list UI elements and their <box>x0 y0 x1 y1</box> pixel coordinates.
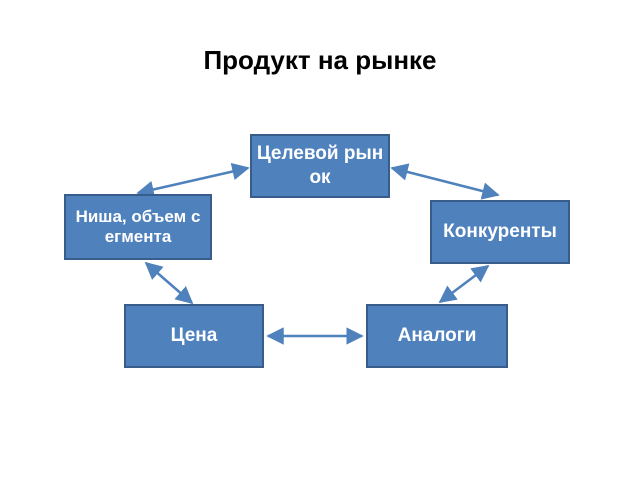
connector-niche-price <box>144 261 194 305</box>
node-competitors: Конкуренты <box>430 200 570 264</box>
connector-target-niche <box>136 162 250 199</box>
node-price-label: Цена <box>170 325 218 346</box>
node-target-market-label: Целевой рынок <box>256 143 384 188</box>
node-analogs-label: Аналоги <box>397 325 477 346</box>
node-niche: Ниша, объем сегмента <box>64 194 212 260</box>
node-target-market: Целевой рынок <box>250 134 390 198</box>
node-competitors-label: Конкуренты <box>443 221 557 242</box>
node-niche-label: Ниша, объем сегмента <box>75 207 201 246</box>
node-analogs: Аналоги <box>366 304 508 368</box>
node-price: Цена <box>124 304 264 368</box>
connector-target-competitors <box>390 163 500 200</box>
connector-analogs-competitors <box>438 264 490 304</box>
page-title: Продукт на рынке <box>203 45 437 75</box>
